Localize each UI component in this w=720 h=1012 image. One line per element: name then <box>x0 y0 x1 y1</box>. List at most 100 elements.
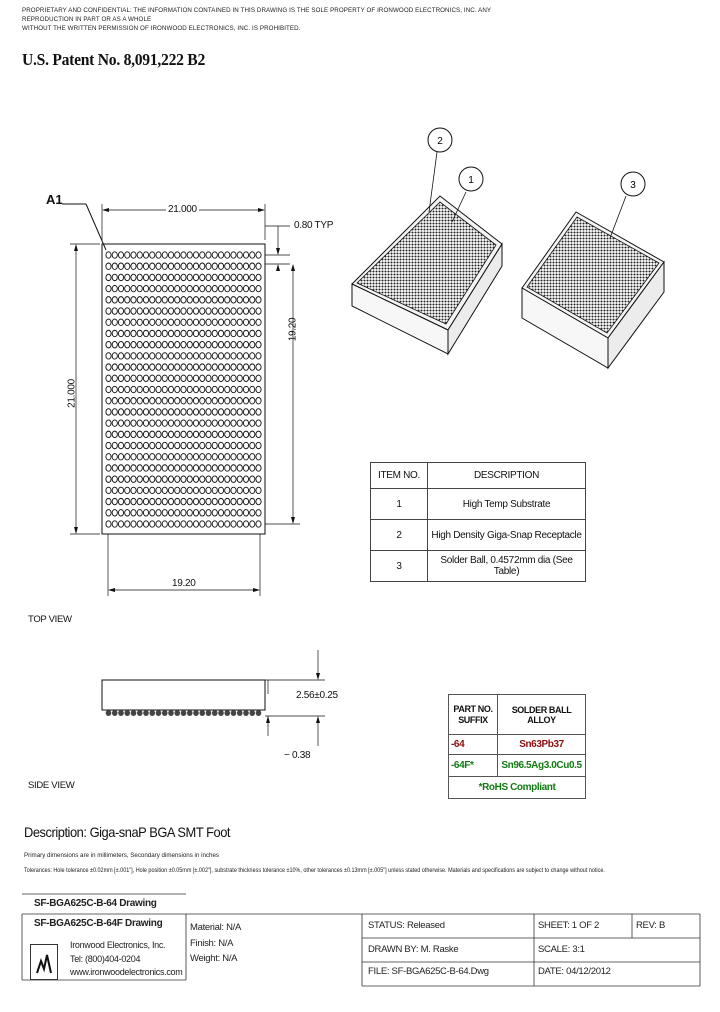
solder-ball <box>124 363 131 371</box>
solder-ball <box>155 341 162 349</box>
solder-ball <box>105 520 112 528</box>
solder-ball <box>111 273 118 282</box>
solder-ball <box>161 408 168 416</box>
solder-ball <box>155 251 162 259</box>
solder-ball <box>130 419 137 427</box>
solder-ball <box>255 520 262 528</box>
solder-ball <box>180 441 187 450</box>
solder-ball <box>205 497 212 506</box>
solder-ball <box>161 497 168 506</box>
callout-2 <box>427 127 453 153</box>
solder-ball <box>142 453 150 461</box>
solder-ball <box>117 464 125 472</box>
alloy-table: PART NO. SUFFIX SOLDER BALL ALLOY -64 Sn… <box>448 694 586 799</box>
solder-ball <box>211 352 218 360</box>
description-title: Description: Giga-snaP BGA SMT Foot <box>24 824 231 840</box>
solder-ball <box>174 352 181 360</box>
solder-ball <box>124 251 131 259</box>
solder-ball <box>167 408 175 416</box>
solder-ball <box>155 453 162 461</box>
solder-ball <box>180 262 187 270</box>
side-solder-ball <box>193 710 199 716</box>
dimension-note: Primary dimensions are in millimeters, S… <box>24 852 219 859</box>
solder-ball <box>224 352 231 360</box>
solder-ball <box>236 296 243 304</box>
solder-ball <box>224 497 231 506</box>
solder-ball <box>111 296 118 304</box>
solder-ball <box>217 251 225 259</box>
alloy-value: Sn63Pb37 <box>497 734 586 755</box>
solder-ball <box>105 352 112 360</box>
callout-2-text: 2 <box>437 136 443 147</box>
solder-ball <box>174 453 181 461</box>
solder-ball <box>217 475 225 483</box>
solder-ball <box>149 520 156 528</box>
solder-ball <box>199 475 206 483</box>
solder-ball <box>192 441 200 450</box>
solder-ball <box>149 430 156 438</box>
solder-ball <box>199 307 206 315</box>
solder-ball <box>242 486 250 495</box>
solder-ball <box>211 251 218 259</box>
solder-ball <box>249 363 256 371</box>
status-field: STATUS: Released <box>368 920 445 931</box>
solder-ball <box>142 441 150 450</box>
solder-ball <box>199 284 206 293</box>
solder-ball <box>242 329 250 338</box>
solder-ball <box>242 385 250 394</box>
solder-ball <box>180 273 187 282</box>
solder-ball <box>111 453 118 461</box>
solder-ball <box>192 374 200 382</box>
solder-ball <box>192 408 200 416</box>
solder-ball <box>186 475 193 483</box>
solder-ball <box>180 374 187 382</box>
solder-ball <box>117 520 125 528</box>
solder-ball <box>161 318 168 326</box>
solder-ball <box>242 453 250 461</box>
solder-ball <box>186 284 193 293</box>
solder-ball <box>167 296 175 304</box>
solder-ball <box>205 475 212 483</box>
solder-ball <box>136 509 143 517</box>
solder-ball <box>117 273 125 282</box>
solder-ball <box>124 441 131 450</box>
solder-ball <box>224 464 231 472</box>
solder-ball <box>111 486 118 495</box>
solder-ball <box>105 464 112 472</box>
solder-ball <box>224 397 231 405</box>
solder-ball <box>161 441 168 450</box>
solder-ball <box>136 408 143 416</box>
solder-ball <box>224 273 231 282</box>
solder-ball <box>111 408 118 416</box>
solder-ball <box>230 509 237 517</box>
solder-ball <box>205 273 212 282</box>
solder-ball <box>136 419 143 427</box>
solder-ball <box>111 341 118 349</box>
solder-ball <box>186 363 193 371</box>
solder-ball <box>167 497 175 506</box>
solder-ball <box>161 520 168 528</box>
solder-ball <box>199 509 206 517</box>
solder-ball <box>230 341 237 349</box>
solder-ball <box>180 341 187 349</box>
solder-ball <box>130 464 137 472</box>
solder-ball <box>242 352 250 360</box>
solder-ball <box>111 430 118 438</box>
solder-ball <box>142 341 150 349</box>
suffix-value: -64 <box>448 734 498 755</box>
solder-ball <box>117 284 125 293</box>
solder-ball <box>142 251 150 259</box>
solder-ball <box>180 497 187 506</box>
header-description: DESCRIPTION <box>427 462 586 489</box>
solder-ball <box>105 307 112 315</box>
finish-field: Finish: N/A <box>190 938 234 949</box>
solder-ball <box>242 475 250 483</box>
solder-ball <box>117 307 125 315</box>
solder-ball <box>224 475 231 483</box>
solder-ball <box>217 385 225 394</box>
solder-ball <box>142 475 150 483</box>
solder-ball <box>124 497 131 506</box>
revision-field: REV: B <box>636 920 665 931</box>
solder-ball <box>211 497 218 506</box>
solder-ball <box>199 486 206 495</box>
